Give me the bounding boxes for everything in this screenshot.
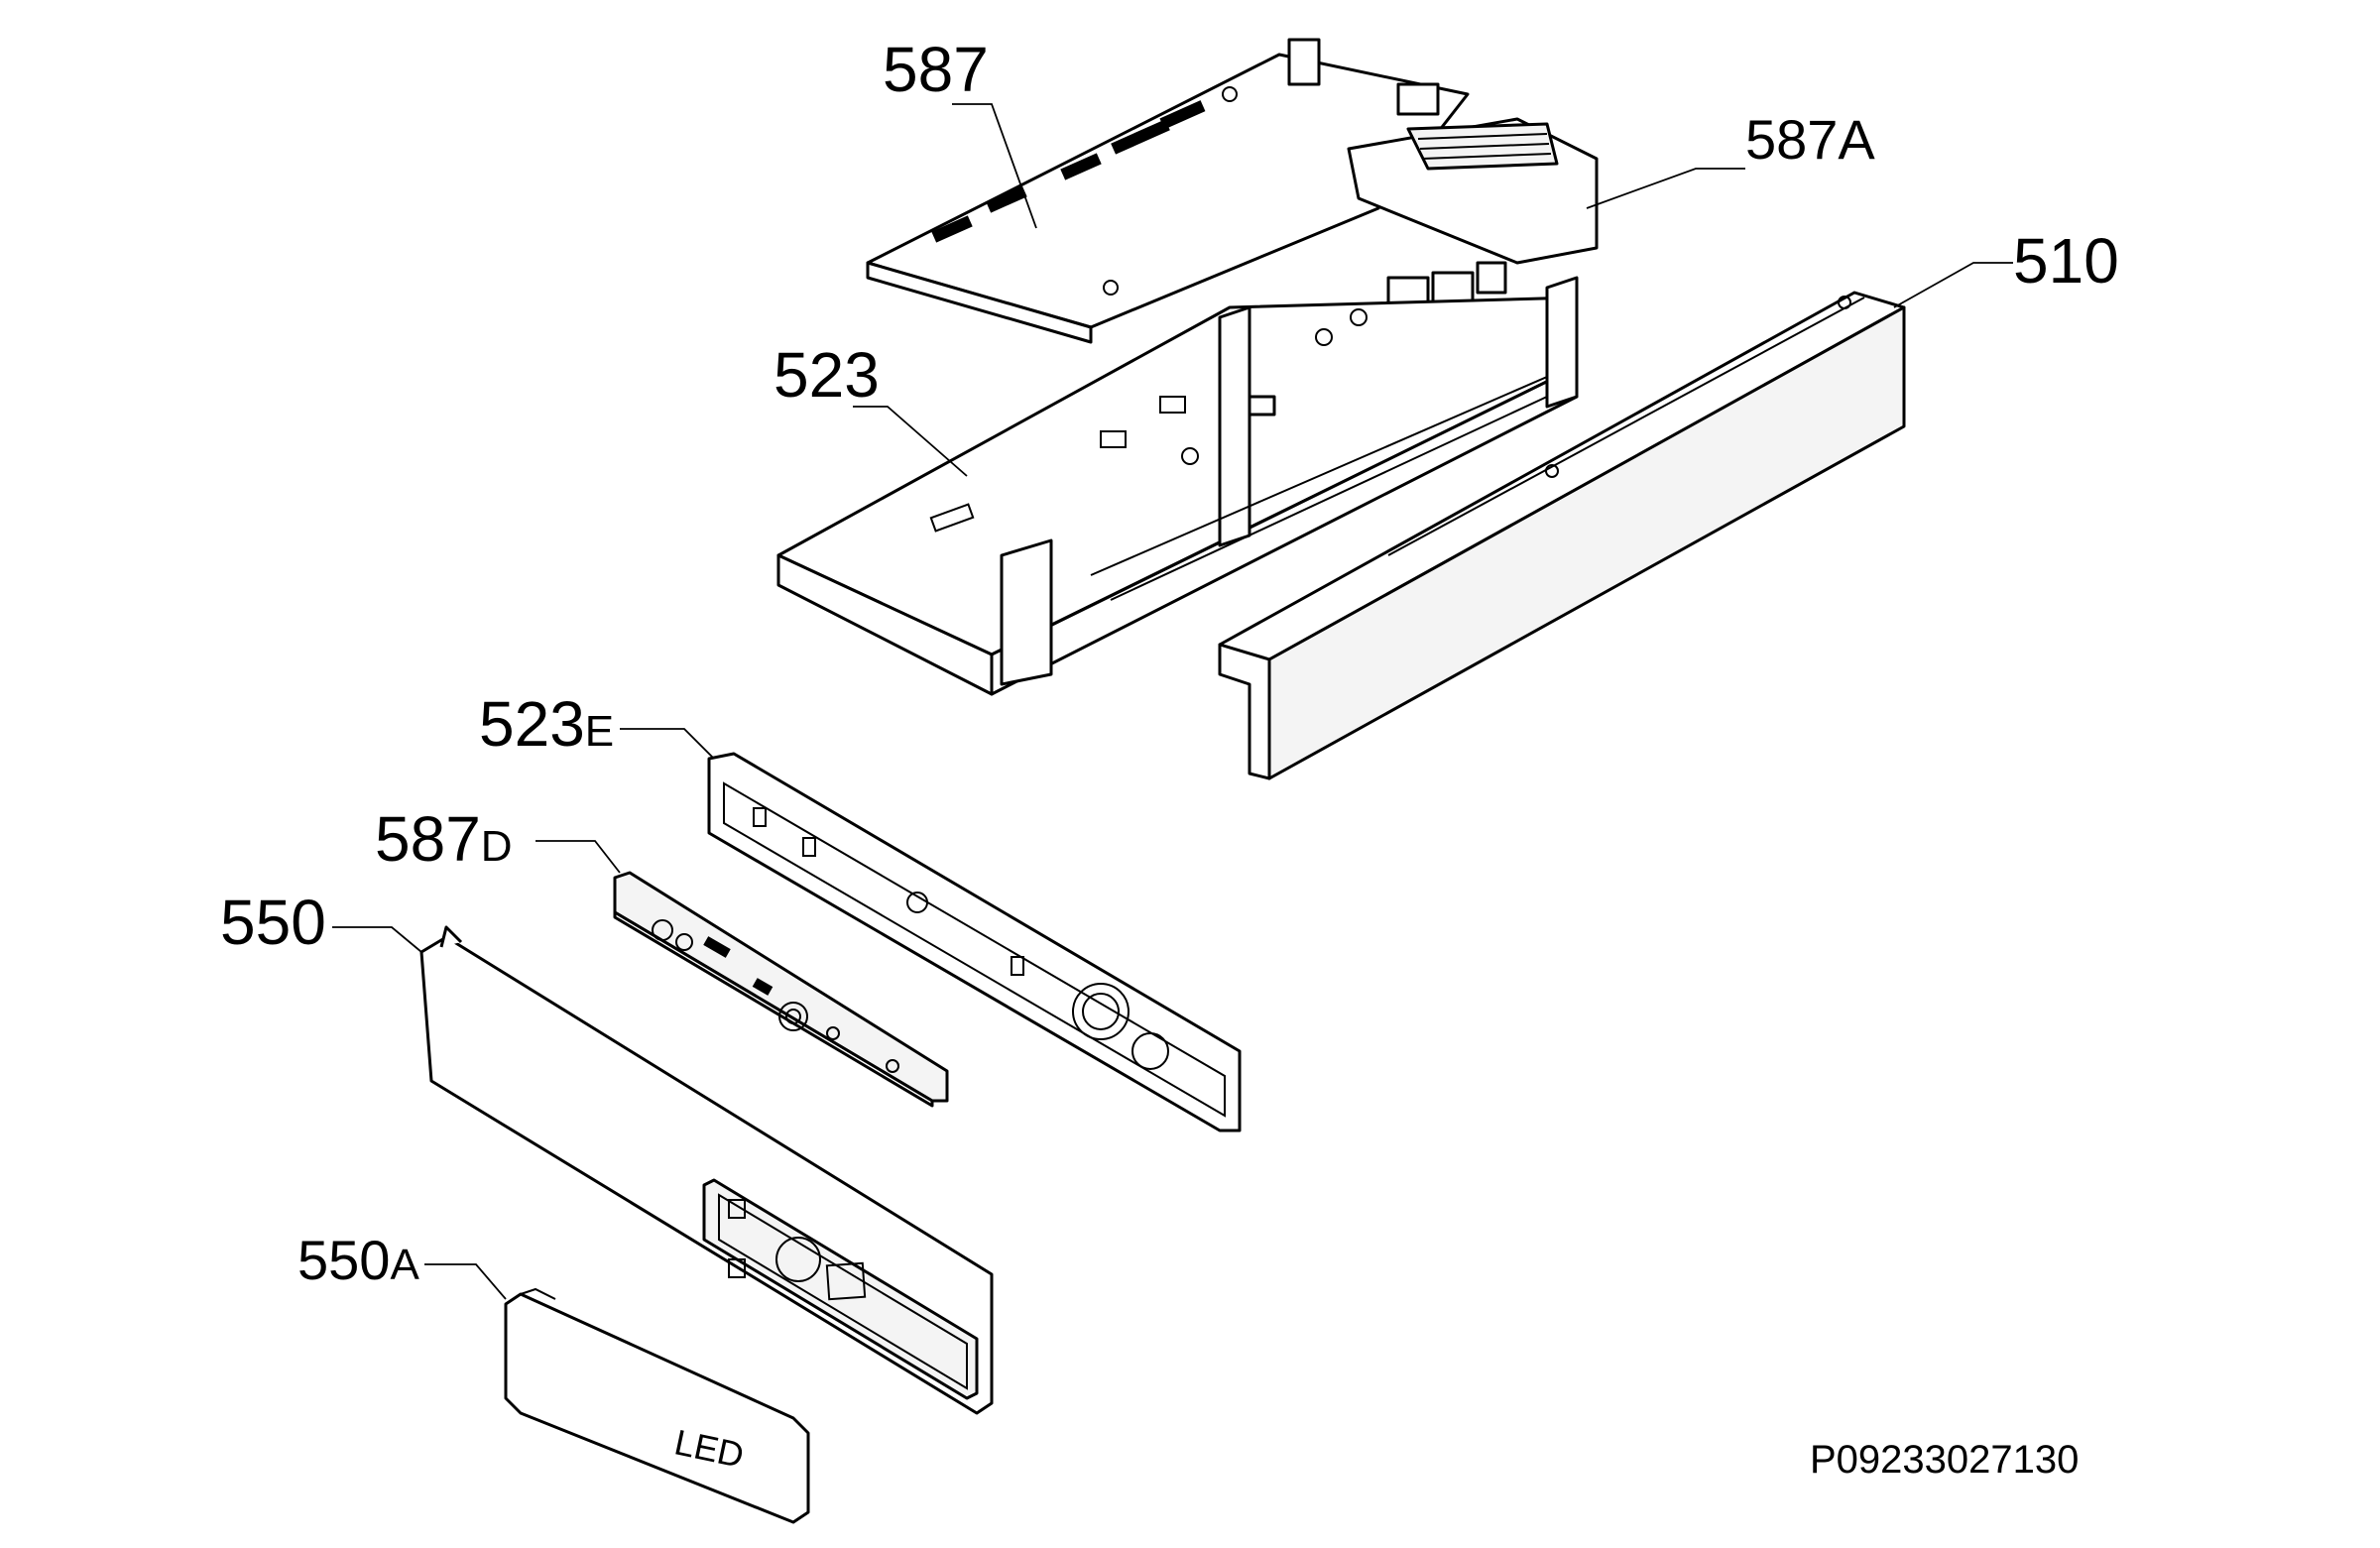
leader-510: [1893, 262, 2013, 308]
leader-550: [332, 926, 422, 953]
label-523e: 523E: [479, 688, 614, 760]
part-587-control-board: [866, 38, 1470, 344]
drawing-code: P09233027130: [1810, 1438, 2079, 1482]
part-587d-display-board: [613, 871, 949, 1108]
label-587d: 587D: [375, 803, 513, 875]
label-550: 550: [220, 887, 326, 958]
label-523: 523: [774, 339, 880, 411]
label-550a-suffix: A: [390, 1241, 419, 1289]
part-550-front-panel: [419, 925, 994, 1415]
leader-587: [952, 103, 1037, 229]
label-510: 510: [2013, 225, 2119, 297]
leader-523: [853, 406, 968, 477]
label-587d-suffix: D: [481, 822, 513, 871]
part-510-front-trim: [1218, 291, 1906, 780]
label-550a: 550A: [298, 1229, 419, 1291]
label-587: 587: [883, 34, 989, 105]
part-523-housing-tray: [776, 276, 1579, 696]
label-550a-number: 550: [298, 1229, 390, 1291]
leader-587d: [536, 840, 621, 874]
leader-lines: [332, 103, 2013, 1300]
part-523e-inner-frame: [707, 752, 1242, 1132]
part-550a-led-badge: LED: [504, 1287, 810, 1524]
label-523e-suffix: E: [585, 707, 614, 756]
leader-587a: [1586, 168, 1745, 209]
label-587a: 587A: [1745, 108, 1875, 171]
leader-523e: [620, 728, 715, 760]
label-587d-number: 587: [375, 803, 481, 875]
leader-550a: [424, 1263, 507, 1300]
label-523e-number: 523: [479, 688, 585, 760]
